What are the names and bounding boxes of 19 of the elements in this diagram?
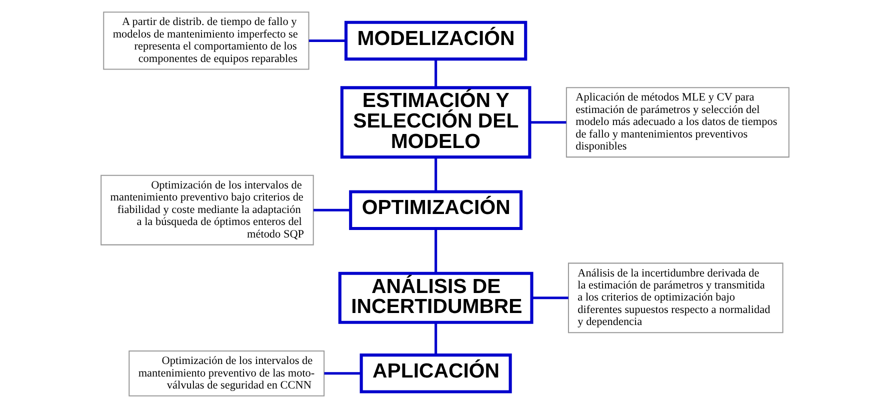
node-box: MODELIZACIÓN (344, 20, 527, 61)
node-box: A partir de distrib. de tiempo de fallo y modelos de mantenimiento imperfecto se representa el comportamiento de los componentes de equipos reparables (102, 12, 309, 70)
connector (312, 208, 350, 212)
connector (324, 372, 361, 375)
connector (434, 228, 437, 274)
connector (434, 157, 437, 192)
node-box: Optimización de los intervalos de mantenimiento preventivo de las moto-válvulas de seguridad en CCNN (128, 350, 324, 396)
node-box: Análisis de la incertidumbre derivada de la estimación de parámetros y transmitida a los criterios de optimización bajo diferentes supuestos respecto a normalidad y dependencia (567, 262, 783, 334)
connector (531, 296, 568, 300)
node-box: Optimización de los intervalos de mantenimiento preventivo bajo criterios de fiabilidad y coste mediante la adaptación a la búsqueda de óptimos enteros del método SQP (100, 174, 314, 246)
node-box: ESTIMACIÓN Y SELECCIÓN DEL MODELO (340, 86, 531, 159)
node-box: APLICACIÓN (359, 354, 512, 394)
node-box: ANÁLISIS DE INCERTIDUMBRE (338, 272, 533, 324)
node-box: Aplicación de métodos MLE y CV para estimación de parámetros y selección del modelo más adecuado a los datos de tiempos de fallo y mantenimientos preventivos disponibles (565, 87, 789, 158)
connector (529, 121, 566, 124)
connector (434, 322, 437, 355)
connector (308, 39, 346, 42)
node-box: OPTIMIZACIÓN (348, 190, 522, 230)
connector (434, 59, 437, 88)
